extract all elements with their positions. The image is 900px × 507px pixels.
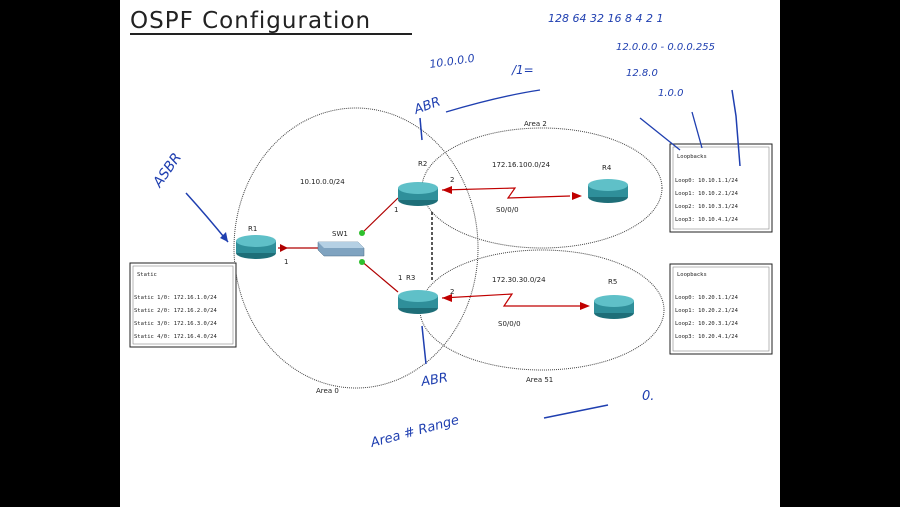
router-r3-port-a: 1 — [398, 274, 402, 282]
top-serial-label: S0/0/0 — [496, 206, 519, 214]
router-r2[interactable]: R2 2 1 — [394, 160, 454, 214]
r3-r5-serial — [441, 293, 580, 307]
bottom-serial-label: S0/0/0 — [498, 320, 521, 328]
static-row-1: Static 1/0: 172.16.1.0/24 — [134, 295, 217, 301]
network-diagram: OSPF Configuration Area 2 Area 0 Area 51… — [129, 8, 773, 451]
switch-sw1[interactable]: SW1 — [317, 230, 365, 257]
slash-note: /1= — [511, 63, 534, 77]
router-r5[interactable]: R5 — [594, 278, 634, 319]
top-loopback-row-3: Loop2: 10.10.3.1/24 — [675, 204, 739, 210]
serial-bottom-arrow-right — [580, 302, 590, 310]
router-r3-port-b: 2 — [450, 288, 454, 296]
top-loopback-row-1: Loop0: 10.10.1.1/24 — [675, 178, 739, 184]
bottom-loopback-row-1: Loop0: 10.20.1.1/24 — [675, 295, 739, 301]
sw1-port-bottom — [359, 259, 365, 265]
zero-note: 0. — [642, 389, 654, 404]
sw1-r2-link — [359, 197, 399, 236]
router-r2-label: R2 — [418, 160, 427, 168]
middle-subnet-label: 10.10.0.0/24 — [300, 178, 345, 186]
area-range-underline — [543, 404, 609, 419]
bottom-loopback-title: Loopbacks — [677, 272, 707, 278]
net-c-note: 1.0.0 — [658, 88, 683, 99]
sw1-r3-link — [359, 259, 399, 293]
loopback-arrow-3 — [731, 89, 741, 167]
top-right-loopback-table: Loopbacks Loop0: 10.10.1.1/24 Loop1: 10.… — [669, 143, 773, 233]
binary-note: 128 64 32 16 8 4 2 1 — [548, 12, 663, 25]
top-ip-note: 10.0.0.0 — [429, 52, 476, 71]
router-r4-label: R4 — [602, 164, 612, 172]
router-r1-port: 1 — [284, 258, 288, 266]
area-0-label: Area 0 — [316, 387, 339, 395]
bottom-loopback-row-4: Loop3: 10.20.4.1/24 — [675, 334, 739, 340]
area-0-boundary — [233, 107, 479, 389]
bottom-right-loopback-table: Loopbacks Loop0: 10.20.1.1/24 Loop1: 10.… — [669, 263, 773, 355]
asbr-note: ASBR — [150, 150, 185, 191]
router-r3-label: R3 — [406, 274, 415, 282]
router-r5-label: R5 — [608, 278, 617, 286]
router-r3[interactable]: R3 1 2 — [398, 274, 454, 314]
top-loopback-title: Loopbacks — [677, 154, 707, 160]
top-loopback-row-2: Loop1: 10.10.2.1/24 — [675, 191, 739, 197]
top-loopback-row-4: Loop3: 10.10.4.1/24 — [675, 217, 739, 223]
static-table-title: Static — [137, 272, 157, 278]
area-2-label: Area 2 — [524, 120, 547, 128]
bottom-loopback-row-2: Loop1: 10.20.2.1/24 — [675, 308, 739, 314]
router-r2-port-b: 1 — [394, 206, 398, 214]
loopback-arrow-1 — [639, 117, 681, 151]
abr-bottom-note: ABR — [419, 371, 449, 391]
handwritten-notes: ASBR ABR ABR Area # Range 0. 10.0.0.0 /1… — [150, 12, 741, 451]
bottom-loopback-row-3: Loop2: 10.20.3.1/24 — [675, 321, 739, 327]
router-r1-label: R1 — [248, 225, 257, 233]
area-range-note: Area # Range — [368, 413, 461, 451]
abr-top-note: ABR — [411, 94, 442, 118]
abr-top-arrow — [419, 117, 423, 141]
router-r1[interactable]: R1 1 — [236, 225, 288, 266]
r2-r4-serial — [441, 187, 571, 199]
abr-bottom-arrow — [421, 325, 427, 365]
router-r2-port-a: 2 — [450, 176, 454, 184]
static-routes-table: Static Static 1/0: 172.16.1.0/24 Static … — [129, 262, 237, 348]
asbr-arrow — [185, 192, 229, 243]
page-title: OSPF Configuration — [130, 8, 371, 34]
serial-top-arrow-left — [442, 186, 452, 194]
r1-link-arrow — [280, 244, 288, 252]
static-row-2: Static 2/0: 172.16.2.0/24 — [134, 308, 217, 314]
loopback-arrow-2 — [691, 111, 703, 149]
sw1-port-top — [359, 230, 365, 236]
net-a-note: 12.0.0.0 - 0.0.0.255 — [616, 42, 715, 53]
net-b-note: 12.8.0 — [626, 68, 658, 79]
router-r4[interactable]: R4 — [588, 164, 628, 203]
area-51-label: Area 51 — [526, 376, 553, 384]
static-row-3: Static 3/0: 172.16.3.0/24 — [134, 321, 217, 327]
static-row-4: Static 4/0: 172.16.4.0/24 — [134, 334, 217, 340]
abr-top-line — [445, 89, 541, 113]
serial-top-arrow-right — [572, 192, 582, 200]
switch-sw1-label: SW1 — [332, 230, 348, 238]
diagram-canvas: OSPF Configuration Area 2 Area 0 Area 51… — [120, 0, 780, 507]
bottom-subnet-label: 172.30.30.0/24 — [492, 276, 546, 284]
serial-bottom-arrow-left — [442, 294, 452, 302]
asbr-arrowhead — [220, 232, 228, 242]
top-subnet-label: 172.16.100.0/24 — [492, 161, 551, 169]
